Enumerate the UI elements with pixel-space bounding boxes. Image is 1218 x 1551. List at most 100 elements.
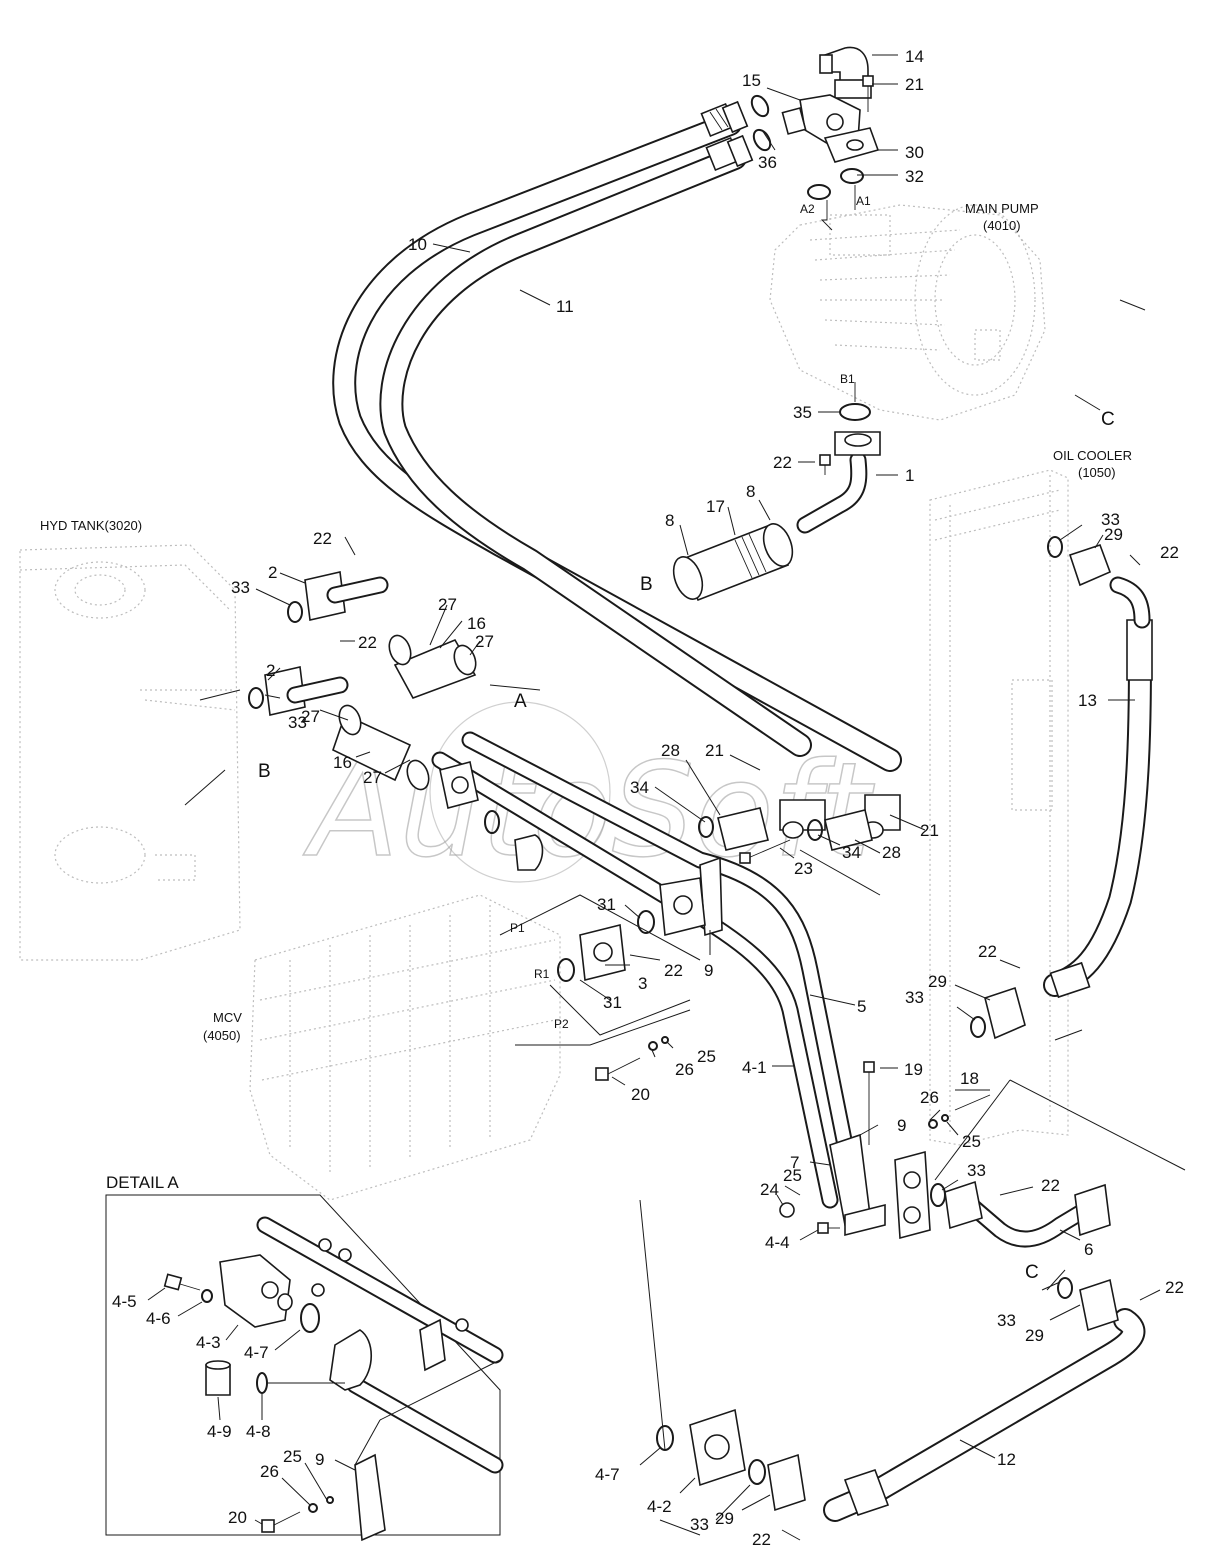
pipe-6 bbox=[944, 1180, 1111, 1248]
clamp-29-mid bbox=[970, 986, 1026, 1040]
callout: 19 bbox=[904, 1060, 923, 1079]
callout: 33 bbox=[690, 1515, 709, 1534]
callout: 33 bbox=[905, 988, 924, 1007]
callout: 4-8 bbox=[246, 1422, 271, 1441]
callout: 9 bbox=[315, 1450, 324, 1469]
callout: 28 bbox=[882, 843, 901, 862]
o-ring-33-bottom bbox=[748, 1459, 766, 1485]
callout: 4-6 bbox=[146, 1309, 171, 1328]
clamp-29-lower-right bbox=[1057, 1277, 1119, 1332]
port-a2: A2 bbox=[800, 202, 815, 216]
clamp-29-bottom bbox=[767, 1453, 806, 1512]
callout: 20 bbox=[631, 1085, 650, 1104]
bolt-23 bbox=[739, 839, 791, 864]
hose-11-fitting bbox=[705, 134, 754, 172]
fitting-4-2 bbox=[689, 1408, 746, 1487]
bolt-19 bbox=[863, 1061, 875, 1145]
mcv-ghost bbox=[249, 894, 561, 1201]
callout: 26 bbox=[675, 1060, 694, 1079]
clamp-29-cooler bbox=[1047, 536, 1112, 587]
callout: 5 bbox=[857, 997, 866, 1016]
oil-cooler-label: OIL COOLER bbox=[1053, 448, 1132, 463]
callout: 20 bbox=[228, 1508, 247, 1527]
callout: 33 bbox=[288, 713, 307, 732]
callout: 12 bbox=[997, 1450, 1016, 1469]
port-p1: P1 bbox=[510, 921, 525, 935]
callout: 8 bbox=[746, 482, 755, 501]
callout: 24 bbox=[760, 1180, 779, 1199]
o-ring-31-lower bbox=[557, 958, 575, 982]
washer-25-right bbox=[941, 1114, 949, 1122]
callout: 14 bbox=[905, 47, 924, 66]
elbow-a bbox=[514, 834, 544, 871]
callout: 33 bbox=[1101, 510, 1120, 529]
ref-c-lower: C bbox=[1025, 1262, 1039, 1283]
callout: 36 bbox=[758, 153, 777, 172]
callout: 9 bbox=[897, 1116, 906, 1135]
callout: 21 bbox=[705, 741, 724, 760]
callout: 4-7 bbox=[244, 1343, 269, 1362]
callout: 18 bbox=[960, 1069, 979, 1088]
fitting-4-3-main bbox=[439, 761, 479, 809]
ref-a: A bbox=[514, 691, 527, 712]
washer-26 bbox=[648, 1041, 658, 1051]
callout: 22 bbox=[1160, 543, 1179, 562]
callout: 4-5 bbox=[112, 1292, 137, 1311]
callout: 22 bbox=[978, 942, 997, 961]
hose-11 bbox=[379, 146, 812, 757]
callout: 6 bbox=[1084, 1240, 1093, 1259]
callout: 31 bbox=[597, 895, 616, 914]
callout: 4-9 bbox=[207, 1422, 232, 1441]
callout: 28 bbox=[661, 741, 680, 760]
callout: 30 bbox=[905, 143, 924, 162]
callout: 1 bbox=[905, 466, 914, 485]
callout: 13 bbox=[1078, 691, 1097, 710]
callout: 34 bbox=[630, 778, 649, 797]
callout: 16 bbox=[467, 614, 486, 633]
callout: 9 bbox=[704, 961, 713, 980]
detail-a-panel: DETAIL A bbox=[105, 1173, 504, 1542]
callout: 22 bbox=[664, 961, 683, 980]
detail-a-callouts: 4-5 4-6 4-3 4-7 4-9 4-8 9 25 26 20 bbox=[112, 1292, 324, 1527]
callout: 27 bbox=[475, 632, 494, 651]
callout: 26 bbox=[920, 1088, 939, 1107]
clamp-30 bbox=[823, 127, 880, 163]
flange-3 bbox=[579, 924, 626, 981]
callout: 11 bbox=[556, 297, 574, 316]
hose-13 bbox=[1043, 576, 1153, 999]
nut-24 bbox=[779, 1202, 795, 1218]
pipe-2-upper bbox=[304, 571, 389, 621]
callout: 25 bbox=[697, 1047, 716, 1066]
callout-leaders bbox=[184, 54, 1186, 1541]
elbow-14 bbox=[819, 46, 872, 99]
bolt-18 bbox=[954, 1094, 991, 1111]
callout: 22 bbox=[1165, 1278, 1184, 1297]
o-ring-33-lower-left bbox=[248, 687, 264, 709]
callout: 31 bbox=[603, 993, 622, 1012]
bolt-21-top bbox=[862, 75, 874, 112]
callout-labels: 14 21 15 36 30 32 10 11 35 22 1 8 17 8 2… bbox=[231, 47, 1184, 1549]
callout: 4-3 bbox=[196, 1333, 221, 1352]
callout: 27 bbox=[301, 707, 320, 726]
washer-26-right bbox=[928, 1119, 938, 1129]
hyd-tank-label: HYD TANK(3020) bbox=[40, 518, 142, 533]
bracket-7 bbox=[829, 1133, 886, 1237]
o-rings-top bbox=[750, 94, 864, 200]
callout: 21 bbox=[905, 75, 924, 94]
mcv-port-leaders bbox=[199, 684, 881, 1046]
callout: 29 bbox=[928, 972, 947, 991]
o-ring-34-left bbox=[698, 816, 714, 838]
hose-16-lower bbox=[332, 704, 430, 791]
detail-a-title: DETAIL A bbox=[106, 1173, 179, 1192]
pipe-2-lower bbox=[264, 666, 349, 716]
callout: 22 bbox=[773, 453, 792, 472]
ref-b-tank: B bbox=[258, 761, 271, 782]
callout: 4-2 bbox=[647, 1497, 672, 1516]
port-b1: B1 bbox=[840, 372, 855, 386]
callout: 33 bbox=[967, 1161, 986, 1180]
callout: 32 bbox=[905, 167, 924, 186]
hose-12 bbox=[823, 1308, 1146, 1522]
flange-15 bbox=[781, 94, 861, 146]
hose-16-upper bbox=[388, 634, 477, 699]
